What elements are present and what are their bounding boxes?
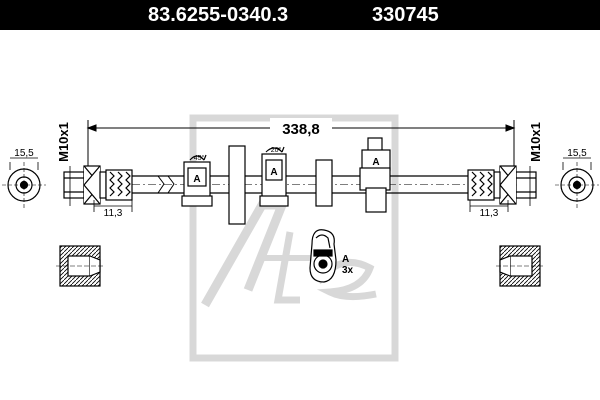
left-hex-end-view: [2, 157, 46, 208]
part-number: 83.6255-0340.3: [148, 4, 289, 26]
clip-detail-icon: [309, 229, 337, 283]
hose-clip-1: [181, 154, 213, 207]
detail-quantity: 3x: [342, 265, 354, 276]
clip-2-label: A: [270, 167, 277, 178]
detail-label: A: [342, 254, 349, 265]
right-hex-end-view: [555, 157, 599, 208]
clip-1-label: A: [193, 174, 200, 185]
left-fitting-dimension: [93, 200, 133, 212]
mounting-flange-2: [315, 159, 333, 207]
right-section-view: [496, 245, 544, 287]
hose-clip-2: [259, 146, 289, 207]
right-thread-label: M10x1: [528, 122, 543, 162]
right-fitting-length: 11,3: [480, 208, 499, 219]
left-end-fitting: [63, 165, 133, 206]
brake-hose: [132, 175, 470, 194]
mounting-flange-1: [228, 145, 246, 225]
overall-length-label: 338,8: [282, 121, 320, 138]
left-fitting-length: 11,3: [104, 208, 123, 219]
title-bar: 83.6255-0340.3 330745: [0, 0, 600, 30]
clip-1-angle: 45°: [194, 154, 205, 162]
length-label-bg: [270, 118, 332, 138]
right-end-fitting: [467, 165, 537, 206]
right-fitting-dimension: [469, 200, 509, 212]
hose-bracket: [359, 137, 391, 213]
reference-number: 330745: [372, 4, 439, 26]
bracket-label: A: [372, 157, 379, 168]
clip-2-angle: 20°: [271, 146, 282, 154]
left-across-flats: 15,5: [14, 148, 34, 159]
left-thread-label: M10x1: [56, 122, 71, 162]
right-across-flats: 15,5: [567, 148, 587, 159]
left-section-view: [56, 245, 104, 287]
